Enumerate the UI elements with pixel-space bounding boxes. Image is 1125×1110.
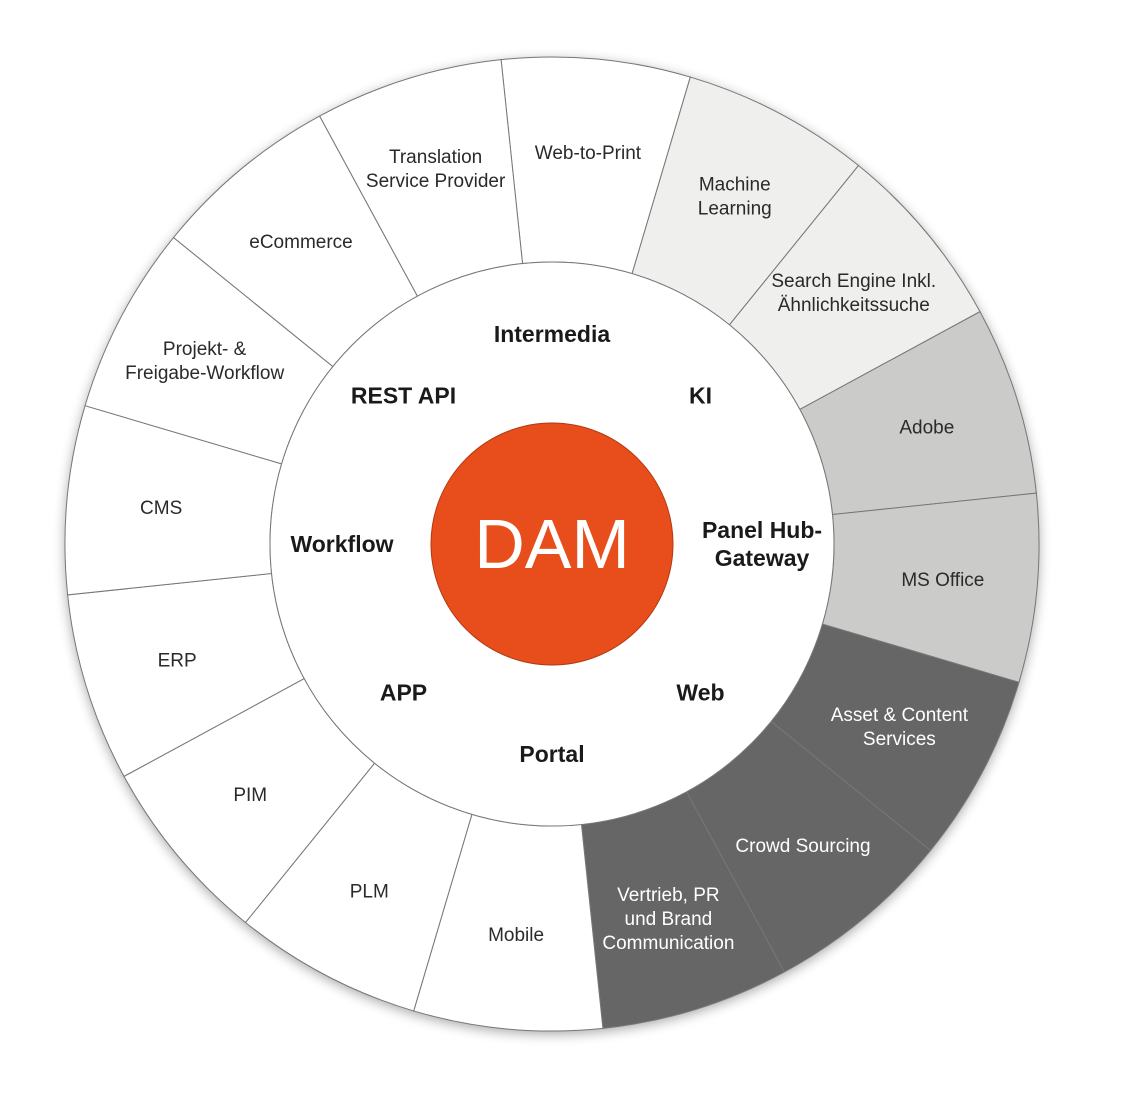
inner-label-web: Web — [676, 679, 724, 705]
inner-label-line: Web — [676, 679, 724, 705]
segment-label: PIM — [233, 785, 267, 806]
segment-label-line: Services — [863, 729, 936, 750]
inner-label-line: Workflow — [290, 531, 393, 557]
segment-label-line: Vertrieb, PR — [617, 885, 719, 906]
segment-label: eCommerce — [249, 232, 352, 253]
inner-label-line: REST API — [351, 383, 456, 409]
segment-label: Web-to-Print — [535, 143, 642, 164]
segment-label-line: und Brand — [625, 909, 713, 930]
segment-label: CMS — [140, 498, 182, 519]
segment-label-line: Service Provider — [366, 171, 506, 192]
segment-web-to-print: Web-to-Print — [500, 56, 691, 275]
segment-label-line: Learning — [698, 199, 772, 220]
inner-label-line: Portal — [519, 741, 584, 767]
segment-label-line: eCommerce — [249, 232, 352, 253]
inner-label-panel-hub-gateway: Panel Hub-Gateway — [702, 517, 822, 571]
segment-label: MS Office — [901, 570, 984, 591]
inner-label-line: Intermedia — [494, 321, 611, 347]
segment-label-line: Adobe — [899, 418, 954, 439]
segment-label-line: Machine — [699, 175, 771, 196]
inner-label-line: Panel Hub- — [702, 517, 822, 543]
segment-label: Mobile — [488, 925, 544, 946]
segment-label-line: Ähnlichkeitssuche — [778, 295, 930, 316]
segment-label-line: Asset & Content — [831, 705, 969, 726]
inner-label-app: APP — [380, 679, 427, 705]
segment-label-line: Projekt- & — [163, 339, 247, 360]
inner-label-intermedia: Intermedia — [494, 321, 611, 347]
center-label: DAM — [474, 505, 630, 583]
segment-label-line: Translation — [389, 147, 482, 168]
segment-label-line: Freigabe-Workflow — [125, 363, 284, 384]
segment-label-line: ERP — [158, 650, 197, 671]
inner-label-portal: Portal — [519, 741, 584, 767]
segment-label-line: PIM — [233, 785, 267, 806]
segment-label: ERP — [158, 650, 197, 671]
inner-label-workflow: Workflow — [290, 531, 393, 557]
inner-label-rest-api: REST API — [351, 383, 456, 409]
segment-label-line: Web-to-Print — [535, 143, 642, 164]
segment-label-line: Mobile — [488, 925, 544, 946]
segment-label-line: MS Office — [901, 570, 984, 591]
center-hub: DAM — [430, 422, 674, 666]
inner-label-line: APP — [380, 679, 427, 705]
center-circle — [430, 422, 674, 666]
segment-label: Search Engine Inkl. Ähnlichkeitssuche — [771, 271, 936, 316]
segment-label-line: Search Engine Inkl. — [771, 271, 936, 292]
inner-label-ki: KI — [689, 383, 712, 409]
segment-label-line: CMS — [140, 498, 182, 519]
segment-label: PLM — [350, 881, 389, 902]
inner-label-line: Gateway — [715, 545, 810, 571]
segment-label: Crowd Sourcing — [735, 836, 870, 857]
segment-label-line: Crowd Sourcing — [735, 836, 870, 857]
segment-ms-office: MS Office — [821, 492, 1040, 683]
segment-label-line: PLM — [350, 881, 389, 902]
segment-label-line: Communication — [602, 933, 734, 954]
inner-label-line: KI — [689, 383, 712, 409]
segment-label: Projekt- & Freigabe-Workflow — [125, 339, 284, 384]
segment-label: Adobe — [899, 418, 954, 439]
